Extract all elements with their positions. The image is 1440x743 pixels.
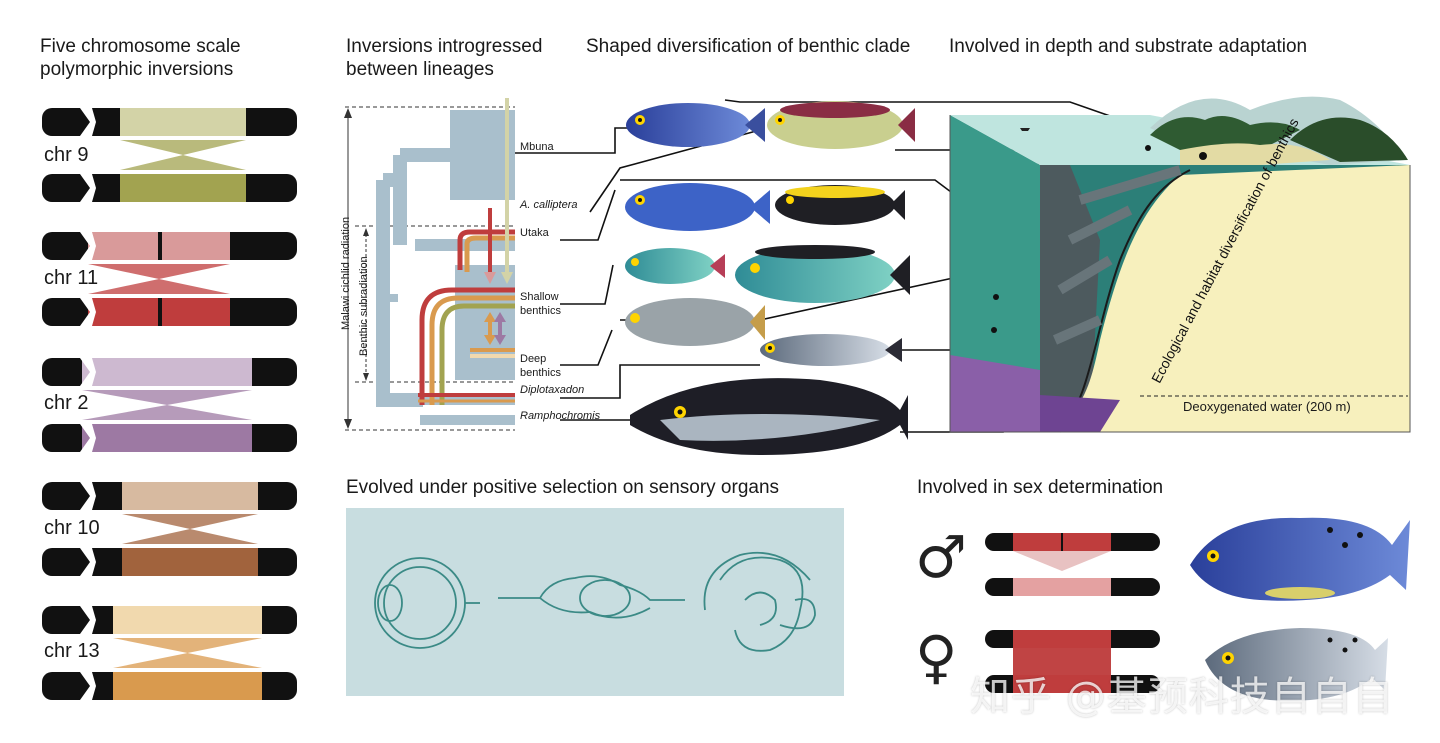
label-benthic-subradiation: Benthic subradiation xyxy=(358,256,370,356)
heading-diversification: Shaped diversification of benthic clade xyxy=(586,36,911,57)
brain-icon xyxy=(498,575,685,619)
chromosome-pair-1 xyxy=(42,108,297,202)
fish-illustrations xyxy=(625,101,915,455)
label-deep-benthics: Deep benthics xyxy=(520,353,561,379)
fish-deep-1 xyxy=(625,298,765,346)
lake-diagram xyxy=(949,96,1411,433)
fish-utaka-2 xyxy=(775,185,905,225)
chromosome-pair-2 xyxy=(42,232,297,326)
fish-ramphochromis xyxy=(630,378,908,455)
label-mbuna: Mbuna xyxy=(520,141,554,153)
watermark: 知乎 @基预科技自自自 xyxy=(970,674,1394,720)
eye-icon xyxy=(374,557,480,649)
fish-diplotaxodon xyxy=(760,334,902,366)
fish-mbuna-2 xyxy=(767,101,915,149)
fish-utaka-1 xyxy=(625,183,770,231)
fish-shallow-1 xyxy=(625,248,725,284)
label-calliptera: A. calliptera xyxy=(520,199,578,211)
label-deoxygenated-water: Deoxygenated water (200 m) xyxy=(1183,399,1351,414)
chr-label-13: chr 13 xyxy=(44,640,100,662)
label-shallow-benthics: Shallow benthics xyxy=(520,291,561,317)
fish-male xyxy=(1190,517,1410,601)
heading-inversions: Five chromosome scale polymorphic invers… xyxy=(40,36,241,80)
fish-mbuna-1 xyxy=(626,103,765,147)
chromosome-pair-5 xyxy=(42,606,297,700)
fish-female xyxy=(1205,628,1388,701)
fish-shallow-2 xyxy=(735,245,910,303)
inner-ear-icon xyxy=(703,551,816,652)
label-diplotaxadon: Diplotaxadon xyxy=(520,384,585,396)
label-malawi-radiation: Malawi cichlid radiation xyxy=(340,216,352,330)
label-ramphochromis: Ramphochromis xyxy=(520,410,601,422)
sex-chromosomes xyxy=(985,533,1160,693)
chromosome-pairs xyxy=(42,108,297,700)
label-utaka: Utaka xyxy=(520,227,549,239)
heading-positive-rest: on sensory organs xyxy=(617,477,780,498)
chr-label-10: chr 10 xyxy=(44,517,100,539)
heading-introgressed: Inversions introgressed between lineages xyxy=(346,36,543,80)
sensory-panel xyxy=(346,508,844,696)
chr-label-2: chr 2 xyxy=(44,392,89,414)
chr-label-9: chr 9 xyxy=(44,144,89,166)
female-symbol-icon: ♀ xyxy=(915,623,958,691)
chromosome-pair-4 xyxy=(42,482,297,576)
heading-positive-bold: Evolved under positive selection xyxy=(346,477,618,498)
male-symbol-icon: ♂ xyxy=(915,523,967,591)
chr-label-11: chr 11 xyxy=(44,267,99,289)
phylogeny-tree xyxy=(344,98,515,431)
chromosome-pair-3 xyxy=(42,358,297,452)
heading-depth: Involved in depth and substrate adaptati… xyxy=(949,36,1308,57)
heading-positive-selection: Evolved under positive selection on sens… xyxy=(346,476,779,499)
heading-sex: Involved in sex determination xyxy=(917,477,1164,498)
